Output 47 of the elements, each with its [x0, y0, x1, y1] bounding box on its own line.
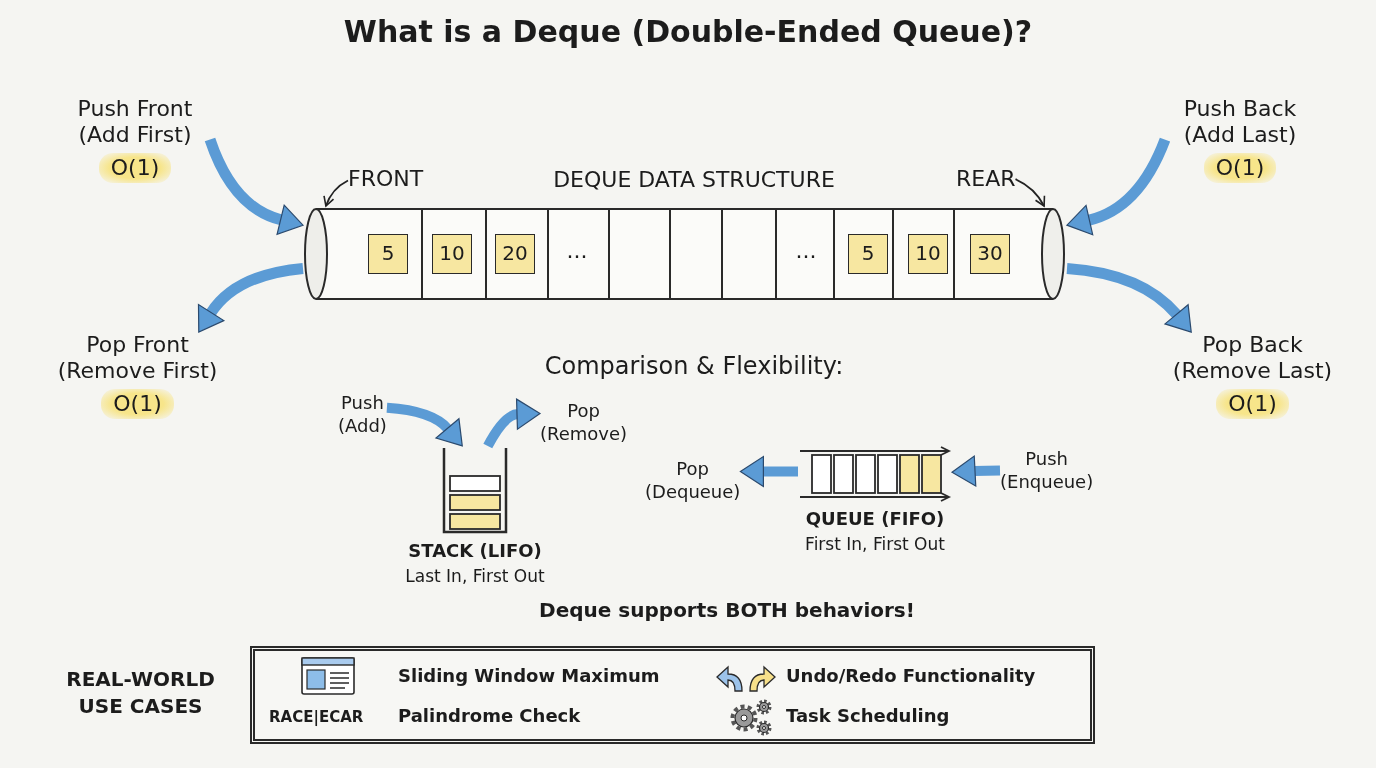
palindrome-example: RACE|ECAR [269, 708, 364, 726]
queue-heading: QUEUE (FIFO) [805, 508, 945, 531]
operation-label: Pop Front (Remove First) [57, 332, 218, 384]
complexity-highlight: O(1) [1203, 152, 1277, 184]
value-card: 5 [848, 234, 888, 274]
end-label: REAR [956, 166, 1016, 193]
block-arrow [1066, 262, 1193, 333]
use-cases-panel [250, 646, 1095, 744]
leader-arrow [1014, 178, 1045, 207]
stack-heading: STACK (LIFO) [408, 540, 542, 563]
value-card: 30 [970, 234, 1010, 274]
complexity-highlight: O(1) [98, 152, 172, 184]
block-arrow [386, 402, 464, 446]
block-arrow [197, 262, 304, 332]
leader-arrow [323, 179, 349, 207]
structure-description: First In, First Out [805, 533, 945, 555]
value-card: 20 [495, 234, 535, 274]
operation-label: Push Back (Add Last) [1183, 96, 1297, 148]
use-case-text: Sliding Window Maximum [398, 665, 660, 686]
operation-label: Push (Enqueue) [1000, 448, 1094, 493]
block-arrow [1066, 137, 1171, 236]
block-arrow [204, 137, 304, 235]
section-heading: REAL-WORLD USE CASES [66, 667, 215, 718]
operation-label: Pop Back (Remove Last) [1172, 332, 1333, 384]
value-card: 10 [908, 234, 948, 274]
operation-label: Pop (Dequeue) [645, 458, 741, 503]
structure-description: Last In, First Out [405, 565, 545, 587]
operation-label: Push Front (Add First) [77, 96, 193, 148]
section-heading: Comparison & Flexibility: [544, 352, 844, 381]
value-card: 10 [432, 234, 472, 274]
summary-note: Deque supports BOTH behaviors! [539, 598, 915, 622]
diagram-title: What is a Deque (Double-Ended Queue)? [343, 14, 1033, 49]
complexity-highlight: O(1) [1216, 388, 1289, 420]
structure-heading: DEQUE DATA STRUCTURE [553, 167, 835, 194]
end-label: FRONT [348, 166, 424, 193]
complexity-highlight: O(1) [101, 388, 174, 420]
ellipsis-text: ... [795, 238, 817, 265]
value-card: 5 [368, 234, 408, 274]
operation-label: Push (Add) [338, 392, 387, 437]
block-arrow [483, 398, 541, 449]
block-arrow [739, 455, 798, 488]
use-case-text: Palindrome Check [398, 705, 581, 726]
use-case-text: Task Scheduling [786, 705, 950, 726]
ellipsis-text: ... [566, 238, 588, 265]
use-case-text: Undo/Redo Functionality [786, 665, 1036, 686]
operation-label: Pop (Remove) [540, 400, 628, 445]
block-arrow [951, 455, 1001, 487]
